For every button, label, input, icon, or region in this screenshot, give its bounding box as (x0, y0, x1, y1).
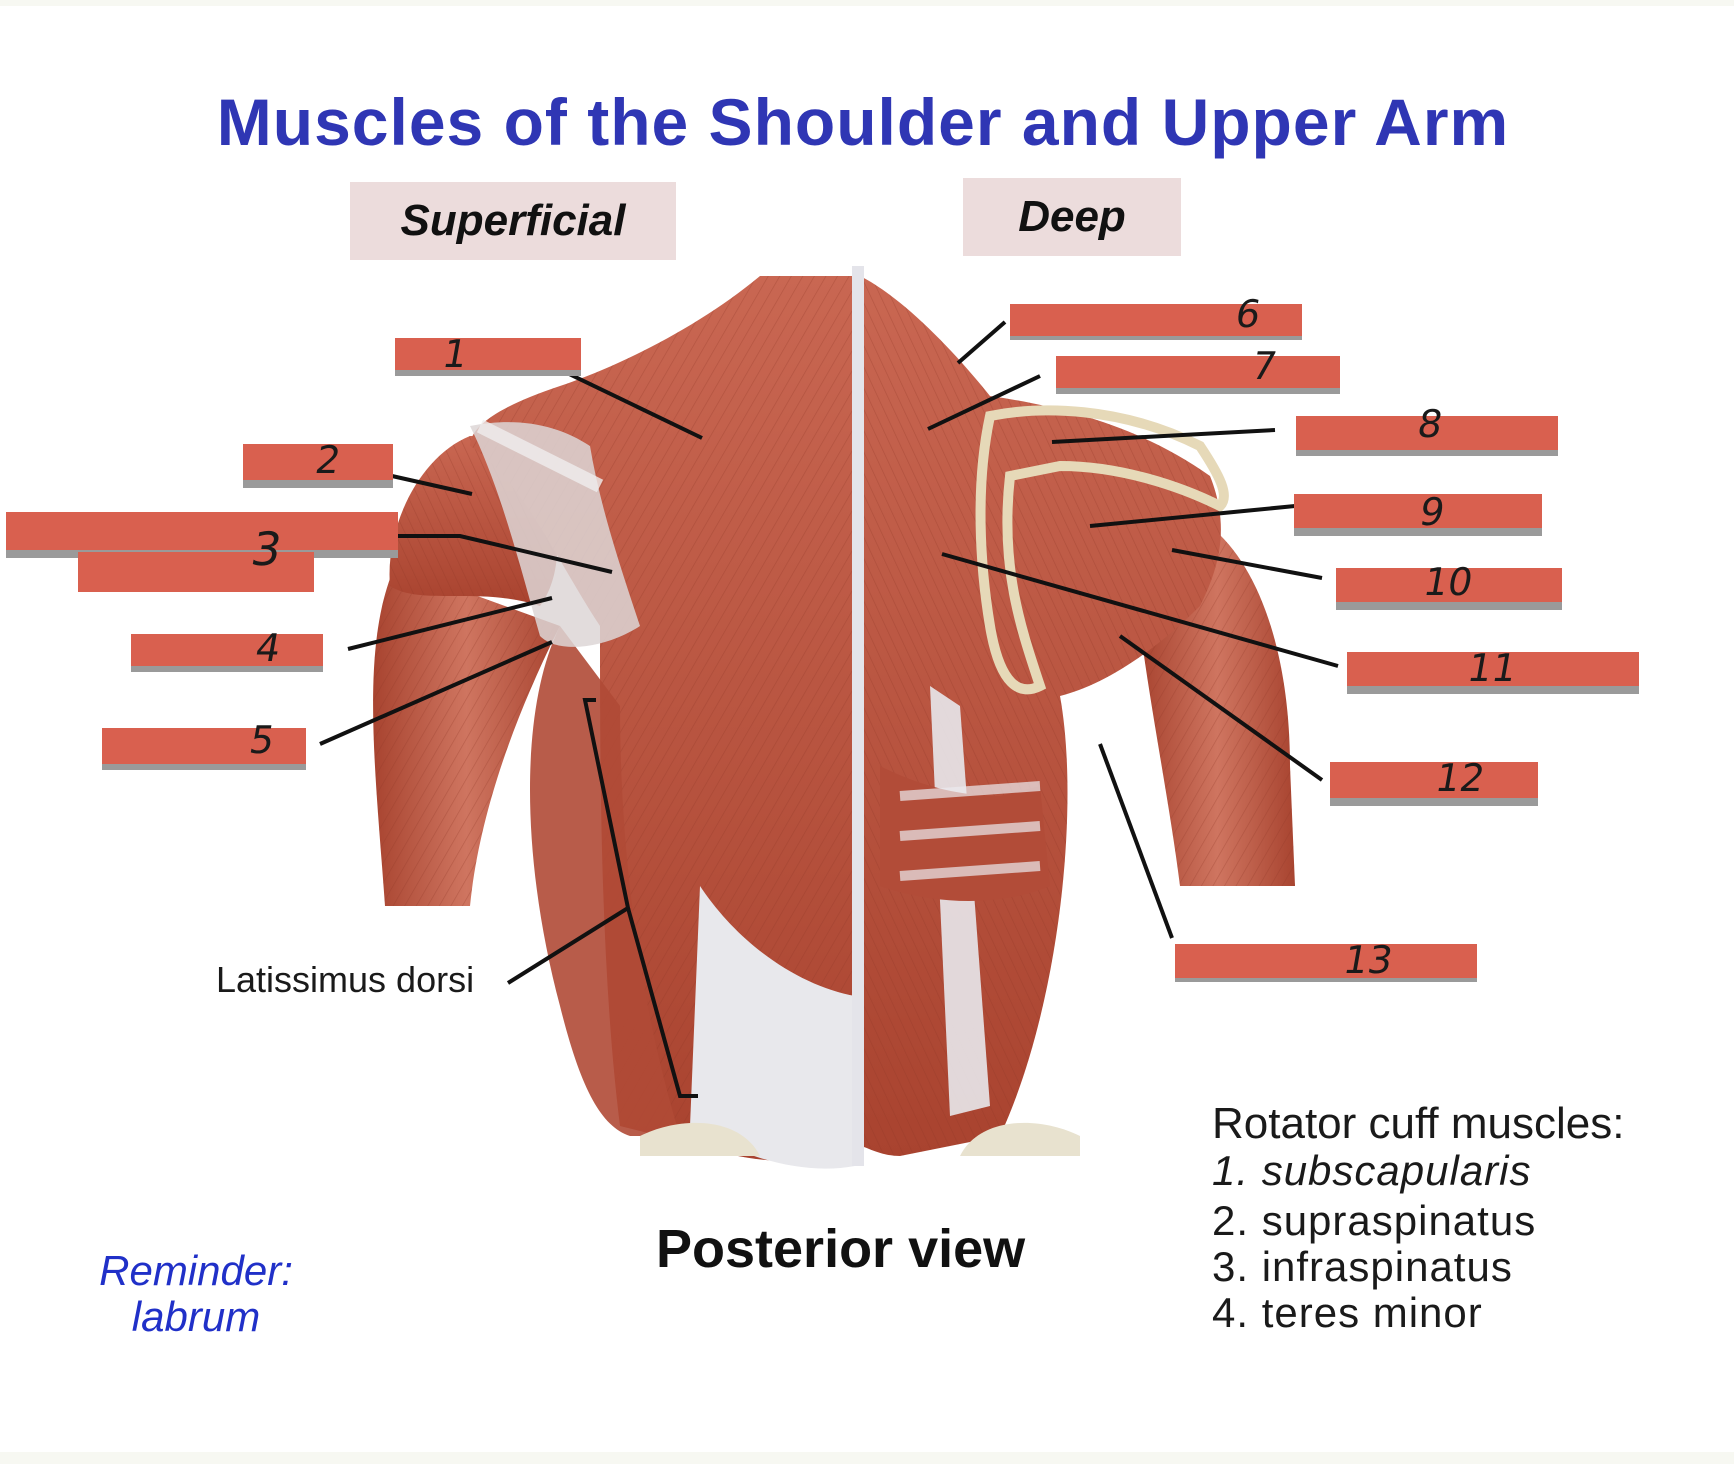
rotator-cuff-item: 1. subscapularis (1212, 1147, 1532, 1194)
rotator-cuff-item: 2. supraspinatus (1212, 1197, 1537, 1244)
latissimus-dorsi-label: Latissimus dorsi (216, 959, 475, 1000)
redaction-bars (6, 304, 1639, 982)
reminder-line-1: Reminder: (99, 1247, 293, 1294)
marker-13: 13 (1340, 938, 1397, 982)
marker-10: 10 (1420, 560, 1477, 604)
rotator-cuff-heading: Rotator cuff muscles: (1212, 1099, 1625, 1148)
scapula-outline (975, 405, 1229, 695)
leader-lines (319, 320, 1339, 1098)
slide: Muscles of the Shoulder and Upper Arm Su… (0, 6, 1734, 1452)
deep-tag: Deep (963, 178, 1181, 256)
marker-11: 11 (1464, 646, 1521, 690)
rotator-cuff-list: Rotator cuff muscles: 1. subscapularis 2… (1212, 1100, 1624, 1336)
rotator-cuff-item: 4. teres minor (1212, 1289, 1483, 1336)
marker-12: 12 (1432, 756, 1489, 800)
deep-back (860, 276, 1229, 1156)
page-title: Muscles of the Shoulder and Upper Arm (216, 85, 1510, 159)
spine (852, 266, 864, 1166)
reminder-line-2: labrum (131, 1293, 261, 1340)
posterior-view-caption: Posterior view (656, 1219, 1026, 1279)
superficial-tag: Superficial (350, 182, 676, 260)
superficial-back (470, 276, 855, 1169)
anatomy-figure (6, 266, 1639, 1169)
rotator-cuff-item: 3. infraspinatus (1212, 1243, 1513, 1290)
reminder-note: Reminder: labrum (88, 1248, 304, 1340)
